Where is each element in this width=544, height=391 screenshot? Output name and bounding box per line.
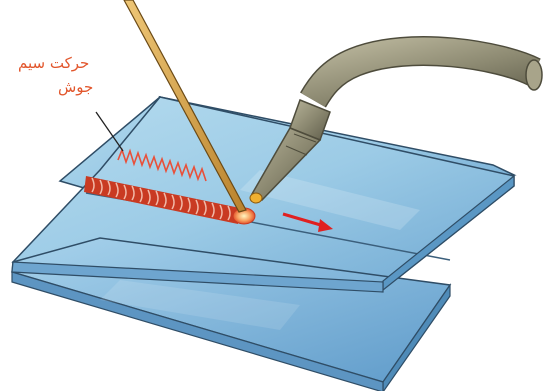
annotation-label-line2: جوش [58, 77, 93, 97]
base-plate [12, 97, 514, 391]
annotation-label-line1: حرکت سیم [18, 53, 89, 73]
